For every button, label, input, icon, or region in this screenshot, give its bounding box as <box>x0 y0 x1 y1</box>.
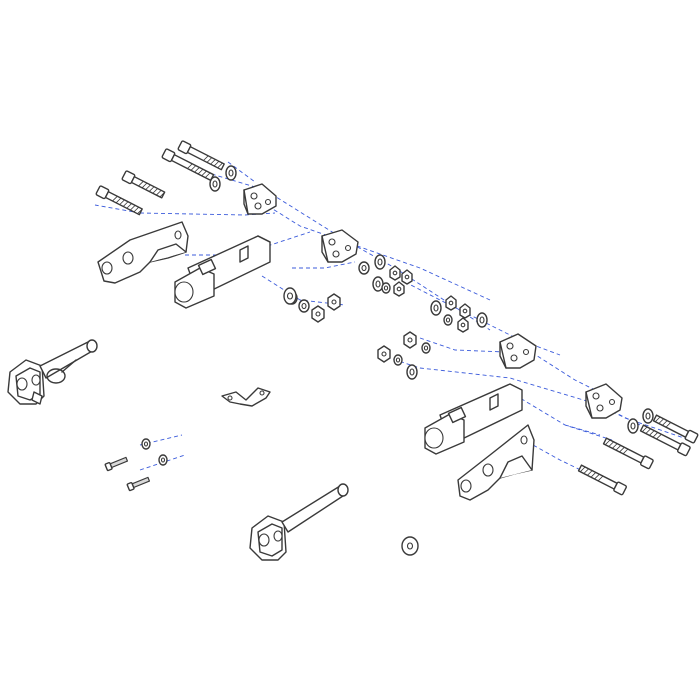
mounting-bracket <box>97 221 189 284</box>
long-bolt <box>95 185 143 216</box>
assembly-guide-lines <box>94 161 691 489</box>
long-bolt <box>177 140 225 171</box>
receiver-tube <box>424 383 523 455</box>
long-bolt <box>602 437 654 470</box>
flat-bracket <box>585 383 623 419</box>
tow-tab-pin <box>7 339 98 405</box>
flat-washer <box>642 408 654 424</box>
round-washer <box>401 536 419 556</box>
flat-washer <box>141 438 151 450</box>
long-bolt <box>639 424 691 457</box>
hex-nut <box>401 269 413 285</box>
hex-nut <box>445 295 457 311</box>
safety-clip <box>46 359 77 384</box>
flat-bracket <box>499 333 537 369</box>
tow-tab-pin <box>249 483 349 561</box>
flat-washer <box>209 176 221 192</box>
flat-washer <box>476 312 488 328</box>
flat-washer <box>158 454 168 466</box>
long-bolt <box>161 148 215 182</box>
flat-washer <box>283 287 297 305</box>
hex-nut <box>377 345 391 363</box>
lock-washer <box>358 261 370 275</box>
flat-bracket <box>321 229 359 263</box>
lock-washer <box>298 299 310 313</box>
small-screw <box>126 476 151 492</box>
mounting-bracket <box>457 424 535 501</box>
flat-bracket <box>221 387 271 407</box>
hex-nut <box>389 265 401 281</box>
lock-washer <box>443 314 453 326</box>
hex-nut <box>457 317 469 333</box>
long-bolt <box>652 414 699 444</box>
hex-nut <box>311 305 325 323</box>
flat-bracket <box>243 183 277 215</box>
hex-nut <box>327 293 341 311</box>
lock-washer <box>393 354 403 366</box>
flat-washer <box>430 300 442 316</box>
hex-nut <box>459 303 471 319</box>
receiver-tube <box>174 235 271 309</box>
lock-washer <box>421 342 431 354</box>
flat-washer <box>225 165 237 181</box>
flat-washer <box>627 418 639 434</box>
hex-nut <box>403 331 417 349</box>
lock-washer <box>381 282 391 294</box>
hex-nut <box>393 281 405 297</box>
flat-washer <box>374 254 386 270</box>
flat-washer <box>406 364 418 380</box>
long-bolt <box>577 464 628 496</box>
small-screw <box>104 456 129 472</box>
long-bolt <box>121 170 166 199</box>
